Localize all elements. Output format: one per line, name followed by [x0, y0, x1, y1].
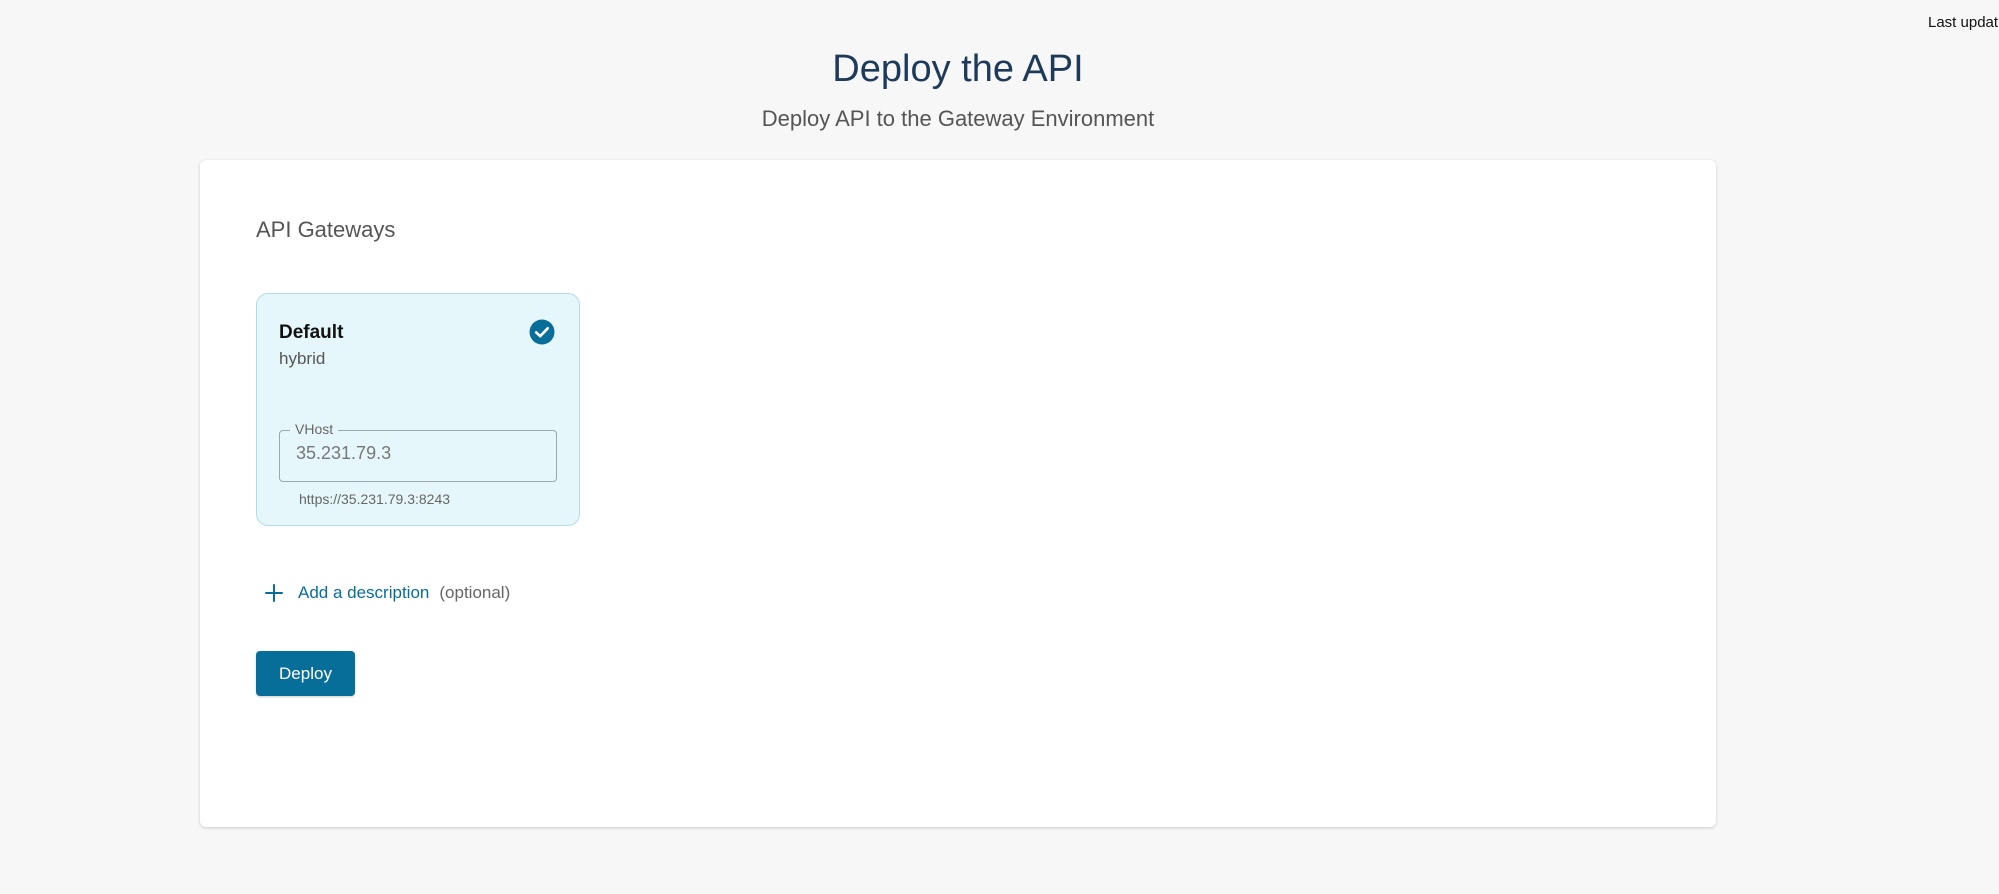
vhost-label: VHost: [290, 421, 339, 437]
check-circle-icon[interactable]: [529, 319, 555, 345]
deploy-card: API Gateways Default hybrid VHost https:…: [200, 160, 1716, 827]
page-title: Deploy the API: [832, 48, 1084, 90]
add-description-label: Add a description: [298, 583, 430, 602]
plus-icon: [265, 584, 283, 602]
gateway-type: hybrid: [279, 349, 326, 368]
vhost-input[interactable]: [296, 443, 546, 464]
gateway-name: Default: [279, 322, 344, 343]
optional-label: (optional): [439, 583, 511, 602]
last-updated-label: Last updat: [1928, 14, 1999, 31]
vhost-field[interactable]: VHost: [279, 421, 557, 482]
api-gateways-heading: API Gateways: [256, 217, 396, 242]
vhost-url-helper: https://35.231.79.3:8243: [299, 491, 451, 507]
add-description-link[interactable]: Add a description (optional): [256, 583, 510, 603]
gateway-card-default[interactable]: Default hybrid VHost https://35.231.79.3…: [256, 293, 580, 526]
deploy-button[interactable]: Deploy: [256, 651, 355, 696]
page-subtitle: Deploy API to the Gateway Environment: [761, 106, 1155, 131]
